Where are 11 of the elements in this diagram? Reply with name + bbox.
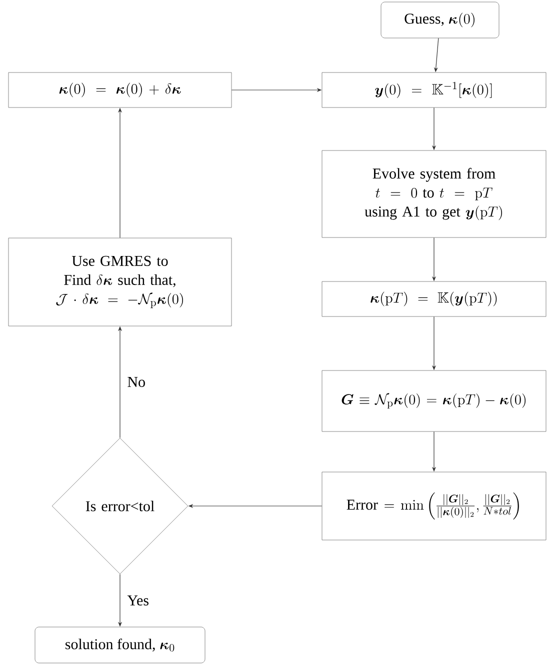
edge-label: Yes bbox=[127, 596, 148, 606]
process-box: $\text{Error} = \min\left(\frac{||\boldsymbol{G}||_2}{||\boldsymbol{\kappa}(0)||_2}, \frac{||\boldsymbol{G}||_2}{N * tol}\right)$ bbox=[322, 472, 546, 540]
process-box: $\boldsymbol{y}(0) = \mathbb{K}^{-1}[\boldsymbol{\kappa}(0)]$ bbox=[322, 72, 546, 108]
process-box: $\boldsymbol{\kappa}(0) = \boldsymbol{\kappa}(0) + \delta\boldsymbol{\kappa}$ bbox=[8, 72, 232, 108]
end-box: $\text{solution found, }\boldsymbol{\kappa}_0$ bbox=[34, 626, 206, 664]
process-box: Evolve system from $t = 0 \text{ to } t = \mathrm{p}T$ $\text{using A1 to get } \boldsymbol{y}(\mathrm{p}T)$ bbox=[322, 150, 546, 238]
process-box: $\boldsymbol{\kappa}(\mathrm{p}T) = \mathbb{K}(\boldsymbol{y}(\mathrm{p}T))$ bbox=[322, 281, 546, 317]
process-box: $\boldsymbol{G} \equiv \mathcal{N}_{\mathrm{p}}\boldsymbol{\kappa}(0) = \boldsymbol{\kappa}(\mathrm{p}T) - \boldsymbol{\kappa}(0)$ bbox=[322, 370, 546, 432]
process-box: Use GMRES to $\text{Find } \delta\boldsymbol{\kappa} \text{ such that,}$ $\mathcal{J} \cdot \delta\boldsymbol{\kappa} = -\mathcal{N}_{\mathrm{p}}\boldsymbol{\kappa}(0)$ bbox=[8, 238, 232, 326]
start-box: $\text{Guess, }\boldsymbol{\kappa}(0)$ bbox=[380, 2, 500, 38]
edge-label: No bbox=[128, 377, 145, 387]
